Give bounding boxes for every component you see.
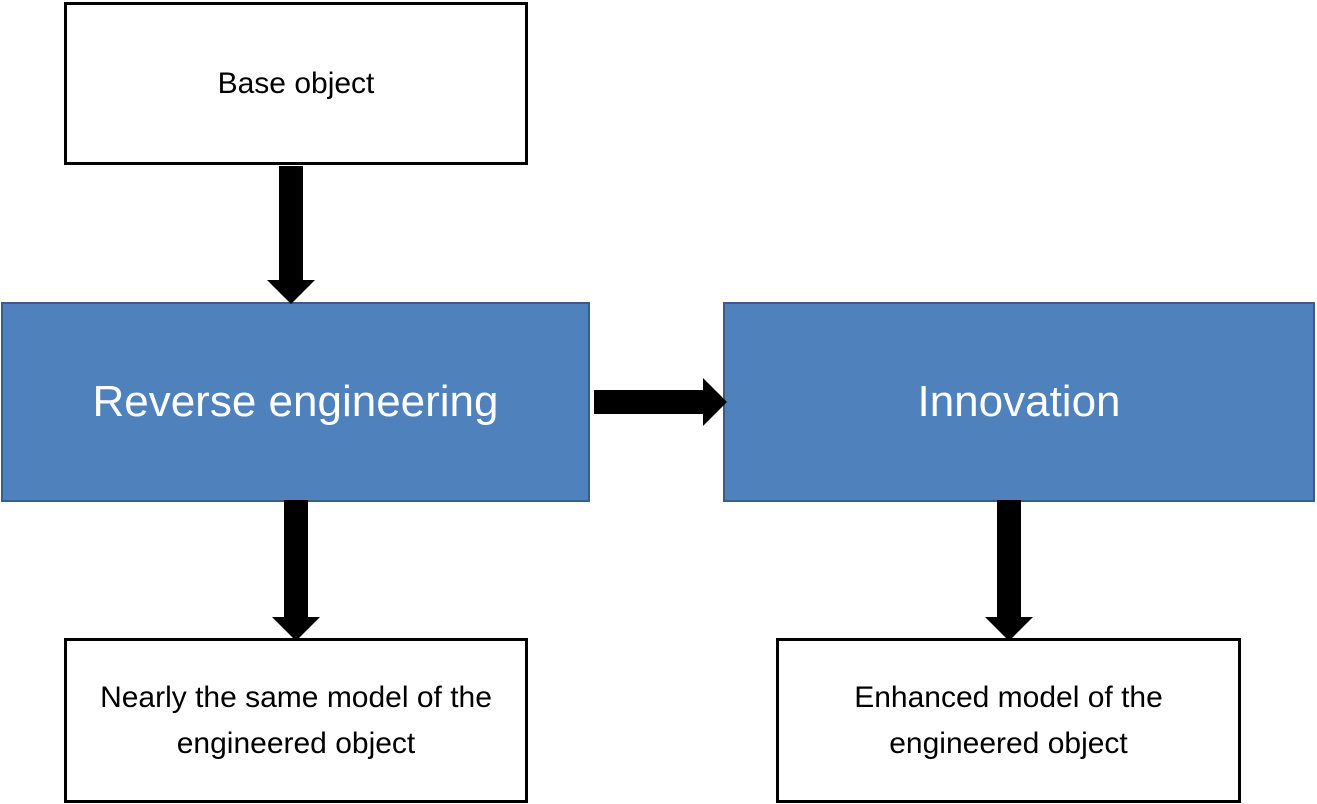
arrow-innovation-to-enhanced-model [985, 500, 1033, 641]
base-object-box: Base object [64, 2, 528, 165]
innovation-label: Innovation [917, 377, 1121, 426]
arrow-base-to-reverse-engineering [267, 166, 315, 304]
reverse-engineering-label: Reverse engineering [92, 377, 499, 426]
arrow-reverse-engineering-to-nearly-same-model [272, 500, 320, 641]
reverse-engineering-box: Reverse engineering [1, 302, 590, 502]
enhanced-model-label: Enhanced model of the engineered object [854, 680, 1163, 760]
enhanced-model-box: Enhanced model of the engineered object [776, 638, 1241, 803]
innovation-box: Innovation [723, 302, 1315, 502]
nearly-same-model-label: Nearly the same model of the engineered … [100, 680, 492, 760]
nearly-same-model-box: Nearly the same model of the engineered … [64, 638, 528, 803]
base-object-label: Base object [217, 66, 375, 100]
arrow-reverse-engineering-to-innovation [594, 378, 727, 426]
